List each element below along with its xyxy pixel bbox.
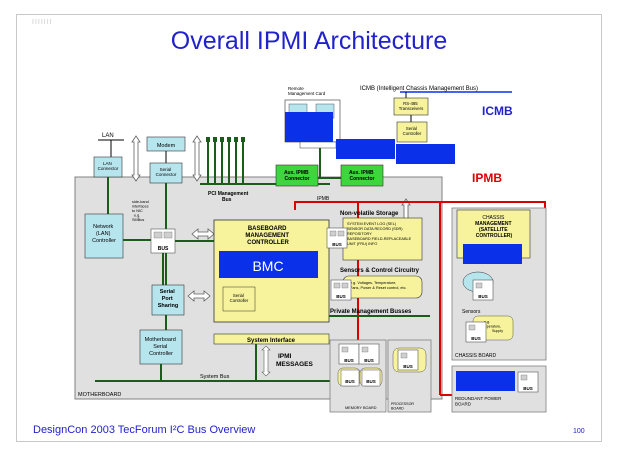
modem-label: Modem bbox=[157, 143, 176, 149]
memory-board-label: MEMORY BOARD bbox=[345, 406, 377, 410]
bus-icon-mem-4: BUS bbox=[361, 369, 381, 387]
pci-bus-label: PCI Management Bus bbox=[208, 191, 250, 203]
bus-icon-chassis-2: BUS bbox=[465, 321, 487, 343]
chassis-sensors-label: Sensors bbox=[462, 309, 481, 315]
lan-connector-label: LAN Connector bbox=[98, 161, 119, 171]
bus-icon-mem-3: BUS bbox=[340, 369, 360, 387]
network-controller-box bbox=[84, 213, 124, 259]
pci-slots bbox=[207, 140, 244, 184]
ipmi-messages-label: IPMI MESSAGES bbox=[276, 353, 314, 368]
double-arrows bbox=[131, 135, 411, 302]
ipmb-small-label: IPMB bbox=[317, 196, 330, 202]
bus-label-mem-1: BUS bbox=[344, 358, 354, 363]
network-controller-label: Network (LAN) Controller bbox=[92, 224, 116, 244]
top-serial-ctrl-box bbox=[396, 121, 428, 143]
remote-card-label: Remote Management Card bbox=[288, 86, 326, 96]
lan-label: LAN bbox=[102, 133, 114, 139]
bus-label-mem-3: BUS bbox=[345, 379, 355, 384]
bus-icon-sensors: BUS bbox=[330, 279, 352, 301]
bus-label-nv: BUS bbox=[332, 242, 342, 247]
aux-connector-2-label: Aux. IPMB Connector bbox=[349, 170, 375, 182]
system-interface-label: System Interface bbox=[247, 338, 296, 344]
icmb-full-label: ICMB (Intelligent Chassis Management Bus… bbox=[360, 86, 478, 92]
logo-watermark: IIIIIII bbox=[32, 19, 53, 26]
remote-card-highlight bbox=[285, 112, 333, 142]
processor-board-label: PROCESSOR BOARD bbox=[391, 402, 415, 411]
private-busses-label: Private Management Busses bbox=[330, 309, 412, 315]
motherboard-label: MOTHERBOARD bbox=[78, 392, 121, 398]
nv-storage-box bbox=[342, 217, 423, 261]
remote-card-connector bbox=[299, 141, 337, 149]
bus-label-chassis-1: BUS bbox=[478, 294, 488, 299]
sensors-items: e.g. Voltages, Temperature, Fans, Power … bbox=[350, 281, 407, 290]
chassis-temp-items: e.g. Temperature, Supply bbox=[480, 320, 503, 333]
redundant-power-label: REDUNDANT POWER BOARD bbox=[455, 396, 503, 407]
bus-icon-chassis-1: BUS bbox=[472, 279, 494, 301]
bus-label-left: BUS bbox=[158, 246, 169, 252]
bmc-serial-controller-label: Serial Controller bbox=[230, 293, 249, 303]
bmc-serial-controller-box bbox=[222, 286, 256, 312]
bus-label-mem-2: BUS bbox=[364, 358, 374, 363]
bus-label-mem-4: BUS bbox=[366, 379, 376, 384]
bus-icon-proc: BUS bbox=[397, 349, 419, 371]
ipmi-messages-arrow bbox=[261, 345, 271, 377]
bmc-title: BASEBOARD MANAGEMENT CONTROLLER bbox=[245, 226, 290, 246]
bus-icon-nv: BUS bbox=[326, 227, 348, 249]
bmc-big-label: BMC bbox=[252, 258, 283, 274]
nv-storage-title: Non-volatile Storage bbox=[340, 211, 399, 217]
bus-label-chassis-2: BUS bbox=[471, 336, 481, 341]
serial-port-sharing-box bbox=[151, 284, 185, 316]
ipmb-big-label: IPMB bbox=[472, 171, 502, 185]
serial-port-sharing-label: Serial Port Sharing bbox=[158, 289, 178, 309]
aux-connector-1-label: Aux. IPMB Connector bbox=[284, 170, 310, 182]
bus-label-sensors: BUS bbox=[336, 294, 346, 299]
slide-title: Overall IPMI Architecture bbox=[170, 27, 448, 55]
aux-connector-1 bbox=[275, 164, 319, 187]
bus-icon-power: BUS bbox=[517, 371, 539, 393]
center-highlight bbox=[336, 139, 395, 159]
pci-slot-tops bbox=[206, 137, 245, 142]
icmb-big-label: ICMB bbox=[482, 104, 513, 118]
system-interface-box bbox=[213, 333, 330, 345]
system-bus-label: System Bus bbox=[200, 374, 230, 380]
mb-serial-controller-label: Motherboard Serial Controller bbox=[145, 337, 178, 357]
chassis-board-label: CHASSIS BOARD bbox=[455, 353, 497, 359]
bmc-highlight bbox=[219, 251, 318, 278]
mb-serial-controller-box bbox=[139, 329, 183, 365]
bus-icon-left: BUS bbox=[150, 228, 176, 254]
redundant-power-highlight bbox=[456, 371, 515, 391]
aux-connector-2 bbox=[340, 164, 384, 187]
chassis-mgmt-label: CHASSIS MANAGEMENT (SATELLITE CONTROLLER… bbox=[475, 215, 513, 239]
bus-label-proc: BUS bbox=[403, 364, 413, 369]
serial-connector-label: Serial Connector bbox=[156, 167, 177, 177]
top-right-highlight bbox=[396, 144, 455, 164]
bus-label-power: BUS bbox=[523, 386, 533, 391]
bus-icon-mem-2: BUS bbox=[358, 343, 380, 365]
chassis-highlight bbox=[463, 244, 522, 264]
bus-icon-mem-1: BUS bbox=[338, 343, 360, 365]
sideband-label: side-band interfaces to NIC e.g. SMBus bbox=[132, 200, 150, 222]
footer-text: DesignCon 2003 TecForum I²C Bus Overview bbox=[33, 424, 256, 436]
page-number: 100 bbox=[573, 428, 585, 435]
top-serial-ctrl-label: Serial Controller bbox=[403, 126, 422, 136]
rs485-label: RS-485 Transceivers bbox=[399, 101, 423, 111]
nv-storage-items: SYSTEM EVENT LOG (SEL) SENSOR DATA RECOR… bbox=[347, 222, 412, 246]
sensors-title: Sensors & Control Circuitry bbox=[340, 268, 420, 274]
